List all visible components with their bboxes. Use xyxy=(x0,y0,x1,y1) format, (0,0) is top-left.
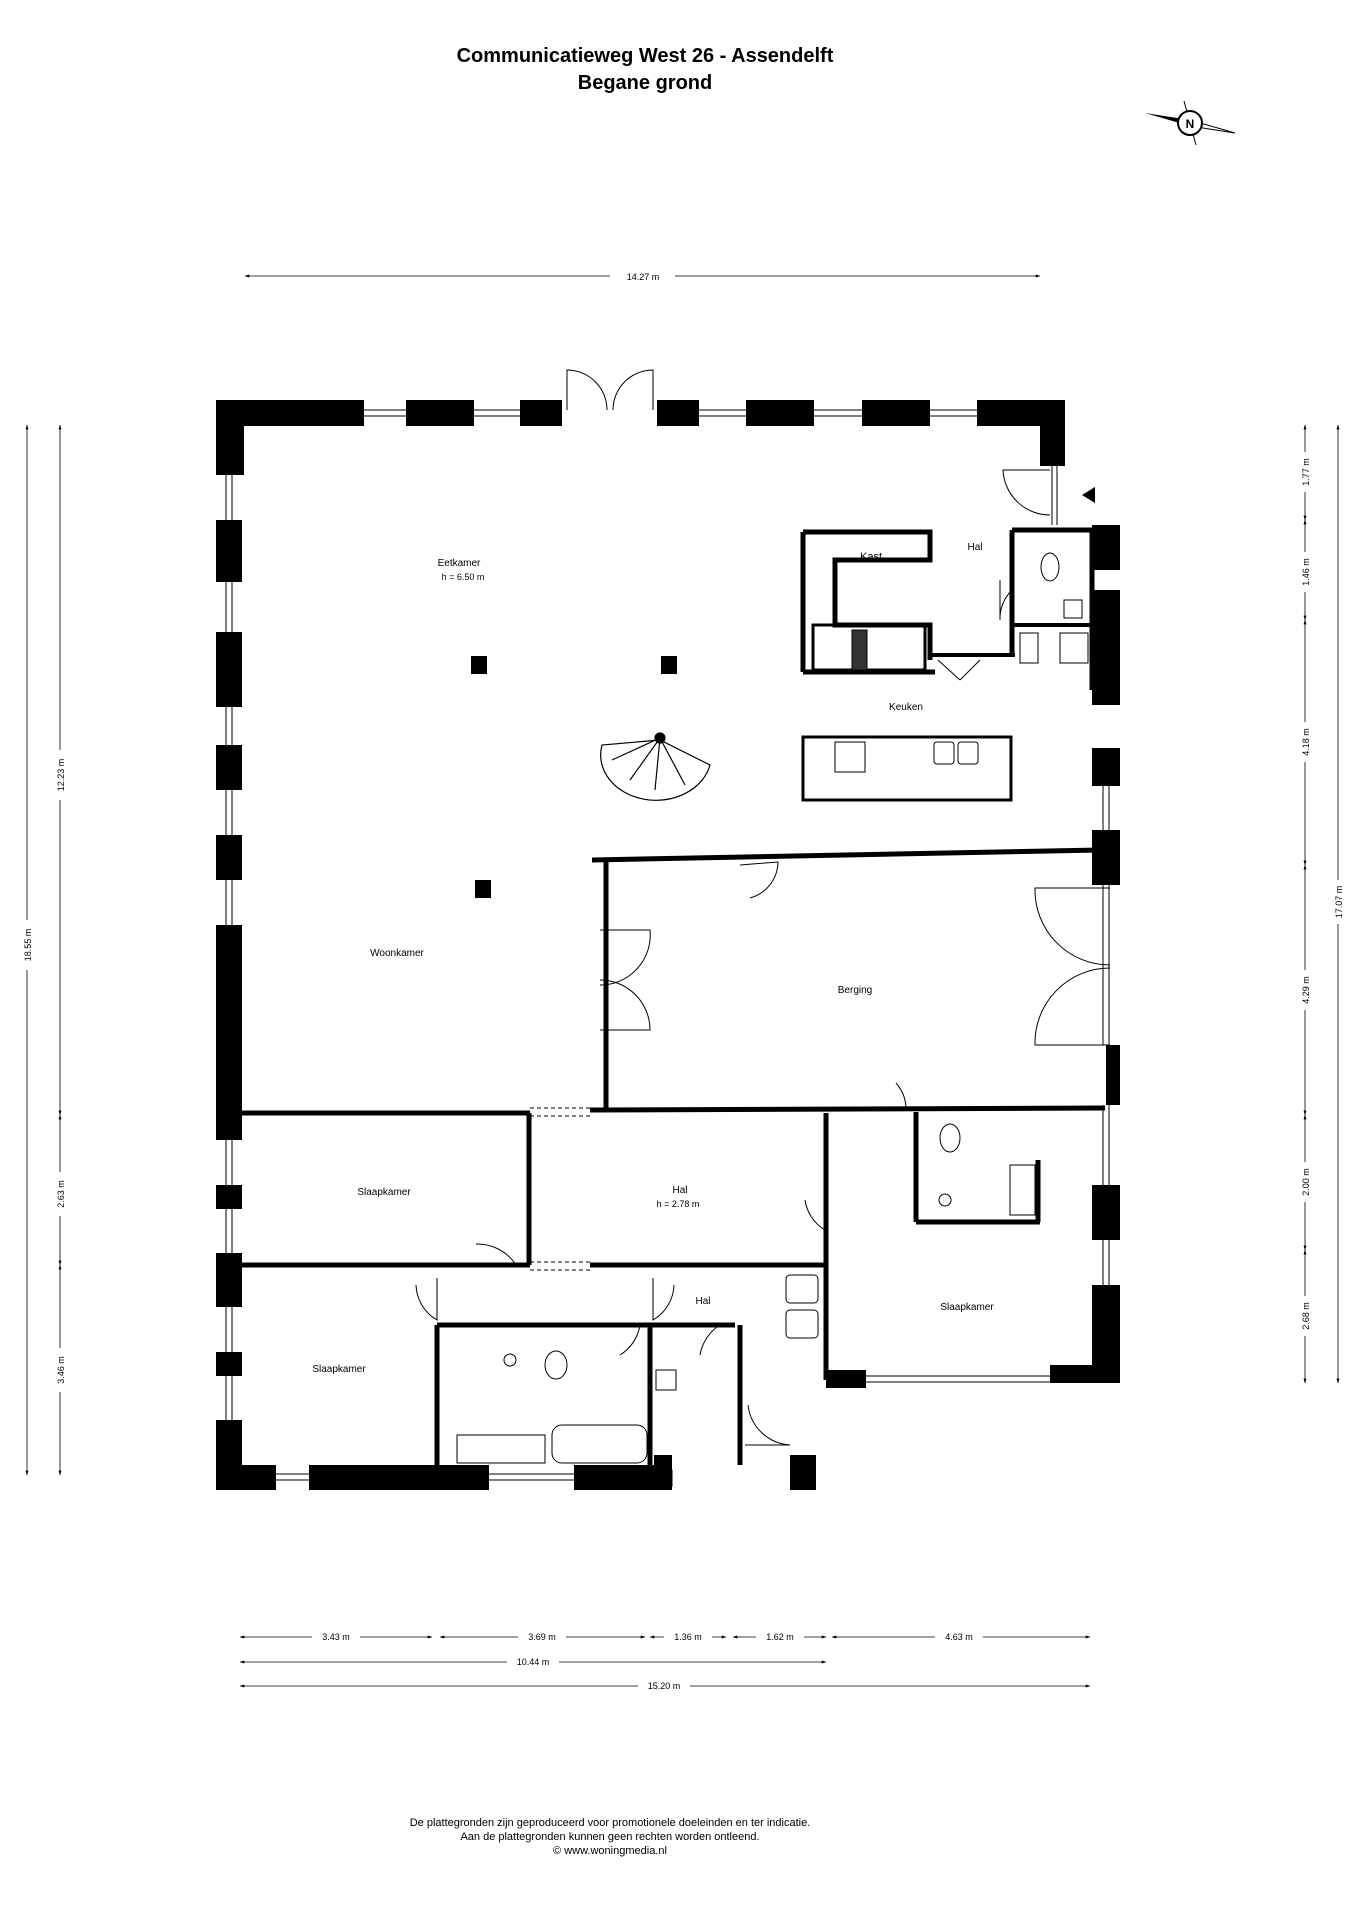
dimension-left-3: 3.46 m xyxy=(56,1356,66,1384)
room-label-keuken: Keuken xyxy=(889,702,923,713)
compass-label: N xyxy=(1186,117,1195,131)
dimension-left-1: 12.23 m xyxy=(56,759,66,792)
room-label-eetkamer: Eetkamer xyxy=(438,558,481,569)
room-label-slaapkamer-3: Slaapkamer xyxy=(312,1364,366,1375)
dimension-top-label: 14.27 m xyxy=(627,272,660,282)
footer-copyright: © www.woningmedia.nl xyxy=(553,1845,667,1857)
plan-title: Communicatieweg West 26 - Assendelft xyxy=(456,45,834,67)
floor-subtitle: Begane grond xyxy=(577,72,713,94)
dimension-bottom xyxy=(239,1635,1091,1688)
dimension-bottom-1: 3.43 m xyxy=(322,1632,350,1642)
dimension-bottom-2: 3.69 m xyxy=(528,1632,556,1642)
interior-walls xyxy=(240,847,1106,1465)
room-label-slaapkamer-2: Slaapkamer xyxy=(940,1302,994,1313)
footer-disclaimer-1: De plattegronden zijn geproduceerd voor … xyxy=(409,1817,811,1829)
entrance-arrow-icon xyxy=(1082,487,1095,503)
dimension-bottom-sub: 10.44 m xyxy=(517,1657,550,1667)
columns xyxy=(471,656,677,898)
dimension-bottom-3: 1.36 m xyxy=(674,1632,702,1642)
kitchen-storage-block xyxy=(800,527,1095,690)
dimension-right-5: 2.00 m xyxy=(1301,1168,1311,1196)
dimension-bottom-5: 4.63 m xyxy=(945,1632,973,1642)
room-label-woonkamer: Woonkamer xyxy=(370,948,424,959)
compass-icon: N xyxy=(1145,100,1236,146)
room-label-hal-mid: Hal xyxy=(672,1185,687,1196)
room-label-hal-top: Hal xyxy=(967,542,982,553)
dimension-left-outer: 18.55 m xyxy=(23,929,33,962)
dimension-left-2: 2.63 m xyxy=(56,1180,66,1208)
room-height-eetkamer: h = 6.50 m xyxy=(442,572,485,582)
dimension-right-2: 1.46 m xyxy=(1301,558,1311,586)
sanitary-fixtures xyxy=(456,552,1089,1487)
room-height-hal-mid: h = 2.78 m xyxy=(657,1199,700,1209)
room-label-hal-bottom: Hal xyxy=(695,1296,710,1307)
dimension-right-1: 1.77 m xyxy=(1301,458,1311,486)
doors xyxy=(415,369,1111,1446)
dimension-right-outer: 17.07 m xyxy=(1334,886,1344,919)
dimension-bottom-4: 1.62 m xyxy=(766,1632,794,1642)
room-label-kast: Kast xyxy=(860,551,882,563)
kitchen-island xyxy=(801,735,1013,802)
dimension-right-3: 4.18 m xyxy=(1301,728,1311,756)
dimension-right-4: 4.29 m xyxy=(1301,976,1311,1004)
windows xyxy=(225,409,1110,1481)
dimension-bottom-total: 15.20 m xyxy=(648,1681,681,1691)
spiral-stair xyxy=(600,732,711,801)
openings xyxy=(530,1107,590,1271)
dimension-right-6: 2.68 m xyxy=(1301,1302,1311,1330)
footer-disclaimer-2: Aan de plattegronden kunnen geen rechten… xyxy=(460,1831,760,1843)
room-label-berging: Berging xyxy=(838,985,872,996)
room-label-slaapkamer-1: Slaapkamer xyxy=(357,1187,411,1198)
